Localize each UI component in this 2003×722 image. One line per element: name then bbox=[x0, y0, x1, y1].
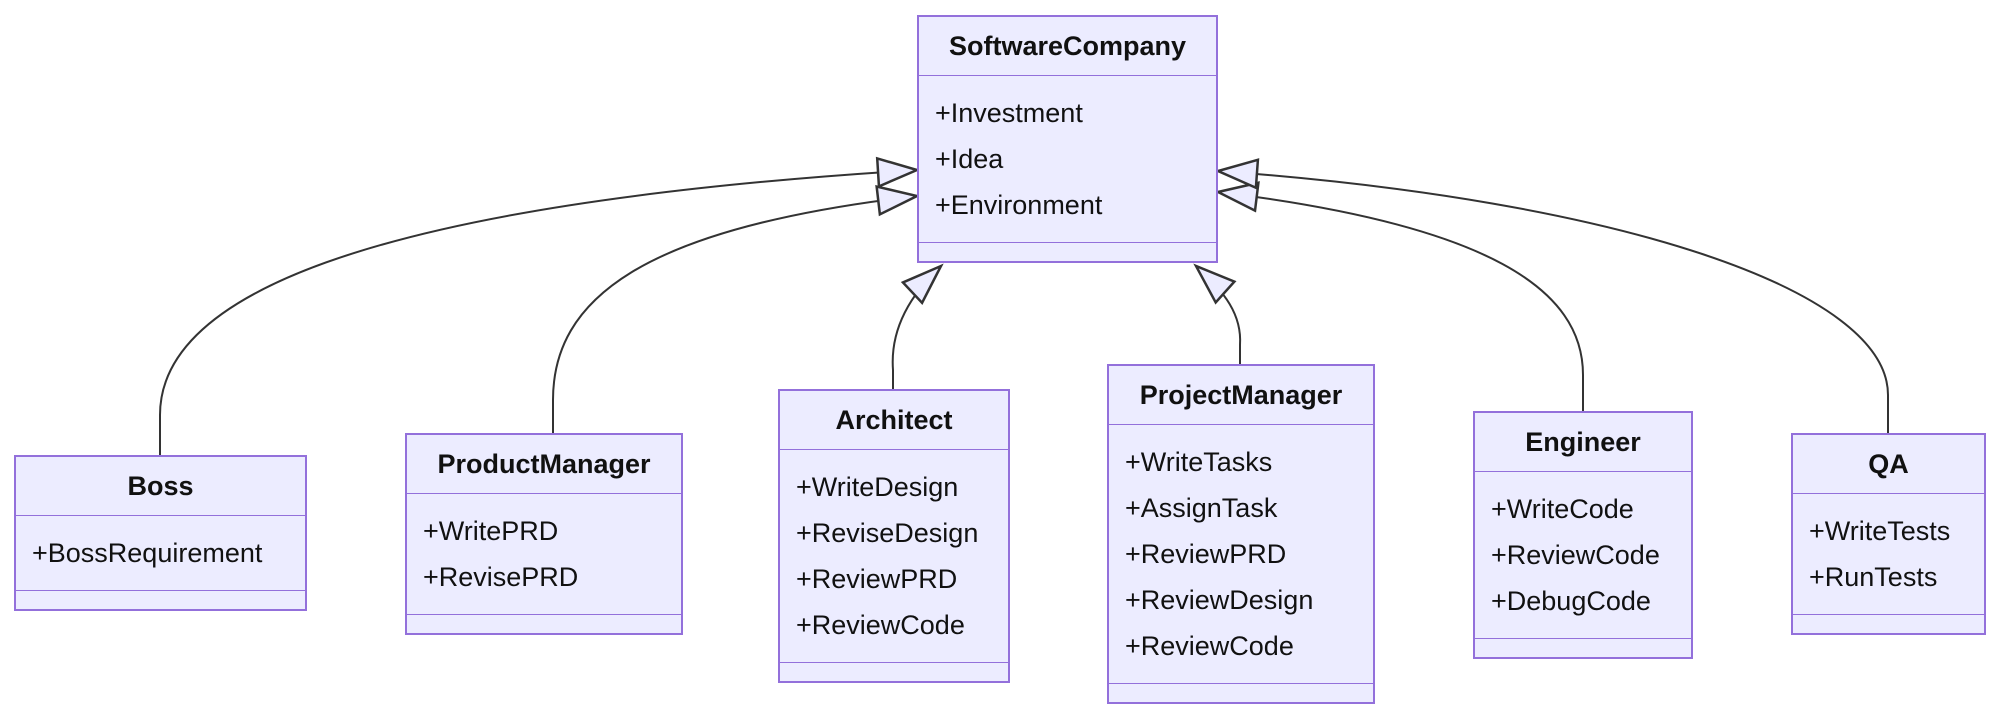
class-attributes: +WriteCode +ReviewCode +DebugCode bbox=[1475, 472, 1691, 638]
class-attribute: +Investment bbox=[935, 98, 1083, 128]
class-attribute: +AssignTask bbox=[1125, 493, 1278, 523]
class-box-architect: Architect +WriteDesign +ReviseDesign +Re… bbox=[778, 389, 1010, 683]
class-attribute: +ReviewCode bbox=[796, 610, 965, 640]
class-title: Boss bbox=[16, 457, 305, 516]
class-attribute: +RunTests bbox=[1809, 562, 1938, 592]
class-methods-empty bbox=[1475, 638, 1691, 657]
class-attributes: +WriteTests +RunTests bbox=[1793, 494, 1984, 614]
class-box-engineer: Engineer +WriteCode +ReviewCode +DebugCo… bbox=[1473, 411, 1693, 659]
class-title: ProductManager bbox=[407, 435, 681, 494]
class-attribute: +WritePRD bbox=[423, 516, 559, 546]
class-attribute: +WriteDesign bbox=[796, 472, 959, 502]
class-box-qa: QA +WriteTests +RunTests bbox=[1791, 433, 1986, 635]
edge-architect-inherits-softwarecompany bbox=[891, 263, 944, 389]
class-attribute: +WriteCode bbox=[1491, 494, 1634, 524]
edge-engineer-inherits-softwarecompany bbox=[1214, 181, 1584, 411]
class-attribute: +ReviewPRD bbox=[796, 564, 958, 594]
class-attribute: +WriteTests bbox=[1809, 516, 1951, 546]
class-title: Architect bbox=[780, 391, 1008, 450]
class-title: QA bbox=[1793, 435, 1984, 494]
class-attribute: +ReviewCode bbox=[1491, 540, 1660, 570]
class-attribute: +BossRequirement bbox=[32, 538, 263, 568]
edge-boss-inherits-softwarecompany bbox=[159, 156, 921, 455]
class-attribute: +RevisePRD bbox=[423, 562, 579, 592]
class-attributes: +WritePRD +RevisePRD bbox=[407, 494, 681, 614]
class-methods-empty bbox=[780, 662, 1008, 681]
class-attribute: +WriteTasks bbox=[1125, 447, 1273, 477]
class-attributes: +BossRequirement bbox=[16, 516, 305, 590]
class-methods-empty bbox=[1109, 683, 1373, 702]
class-methods-empty bbox=[1793, 614, 1984, 633]
class-attribute: +ReviewPRD bbox=[1125, 539, 1287, 569]
class-attribute: +ReviewCode bbox=[1125, 631, 1294, 661]
class-title: SoftwareCompany bbox=[919, 17, 1216, 76]
class-attribute: +Idea bbox=[935, 144, 1004, 174]
class-attributes: +WriteTasks +AssignTask +ReviewPRD +Revi… bbox=[1109, 425, 1373, 683]
class-attributes: +Investment +Idea +Environment bbox=[919, 76, 1216, 242]
class-title: ProjectManager bbox=[1109, 366, 1373, 425]
class-attribute: +ReviewDesign bbox=[1125, 585, 1314, 615]
class-attributes: +WriteDesign +ReviseDesign +ReviewPRD +R… bbox=[780, 450, 1008, 662]
class-methods-empty bbox=[407, 614, 681, 633]
edge-projectmanager-inherits-softwarecompany bbox=[1193, 263, 1242, 364]
class-box-boss: Boss +BossRequirement bbox=[14, 455, 307, 611]
class-methods-empty bbox=[16, 590, 305, 609]
class-methods-empty bbox=[919, 242, 1216, 261]
class-box-projectmanager: ProjectManager +WriteTasks +AssignTask +… bbox=[1107, 364, 1375, 704]
edge-productmanager-inherits-softwarecompany bbox=[552, 184, 921, 433]
class-box-softwarecompany: SoftwareCompany +Investment +Idea +Envir… bbox=[917, 15, 1218, 263]
class-attribute: +DebugCode bbox=[1491, 586, 1651, 616]
class-title: Engineer bbox=[1475, 413, 1691, 472]
class-box-productmanager: ProductManager +WritePRD +RevisePRD bbox=[405, 433, 683, 635]
class-attribute: +ReviseDesign bbox=[796, 518, 979, 548]
class-attribute: +Environment bbox=[935, 190, 1103, 220]
edge-qa-inherits-softwarecompany bbox=[1214, 158, 1889, 433]
